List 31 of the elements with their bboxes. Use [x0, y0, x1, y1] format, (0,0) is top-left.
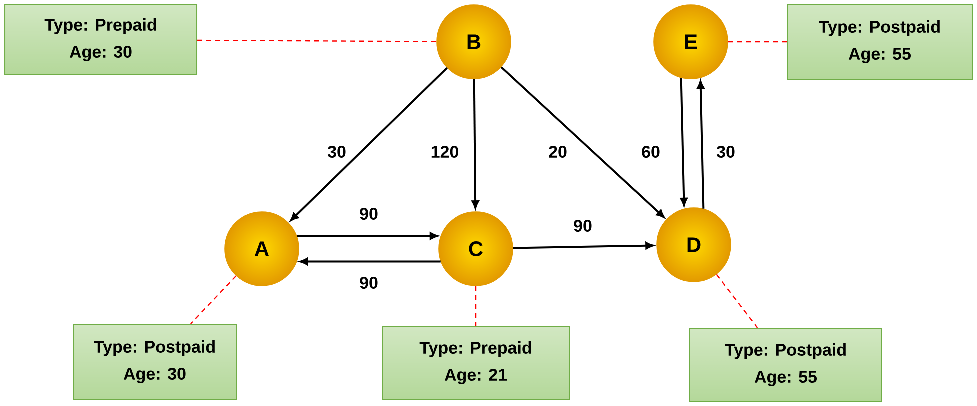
arrow: [297, 232, 438, 240]
circle-node: D: [656, 208, 732, 282]
leader-line: [190, 276, 237, 324]
leader-line: [475, 286, 477, 326]
leader-line: [198, 40, 437, 42]
circle-node: B: [436, 4, 512, 80]
edge-label: 120: [432, 146, 458, 158]
edge-label: 20: [549, 146, 567, 158]
label-box: Type: Postpaid Age: 30: [73, 324, 237, 400]
label-box: Type: Postpaid Age: 55: [690, 328, 882, 402]
circle-node: A: [224, 212, 300, 286]
edge-label: 90: [360, 276, 378, 289]
edge-label: 30: [716, 146, 735, 158]
edge-label: 90: [360, 208, 378, 220]
arrow: [513, 242, 654, 250]
label-box: Type: Postpaid Age: 55: [787, 4, 973, 80]
edge-label: 60: [642, 146, 660, 158]
label-box: Type: Prepaid Age: 21: [382, 326, 570, 400]
arrow: [290, 67, 448, 222]
arrow: [697, 80, 705, 209]
edge-label: 30: [328, 146, 346, 158]
arrow: [300, 258, 441, 266]
circle-node: E: [654, 4, 728, 80]
leader-line: [716, 274, 758, 328]
arrow: [680, 78, 688, 206]
edge-label: 90: [574, 220, 592, 232]
label-box: Type: Prepaid Age: 30: [4, 4, 198, 76]
arrow: [472, 79, 480, 209]
leader-line: [728, 41, 787, 43]
circle-node: C: [438, 212, 514, 286]
arrow: [500, 66, 665, 218]
